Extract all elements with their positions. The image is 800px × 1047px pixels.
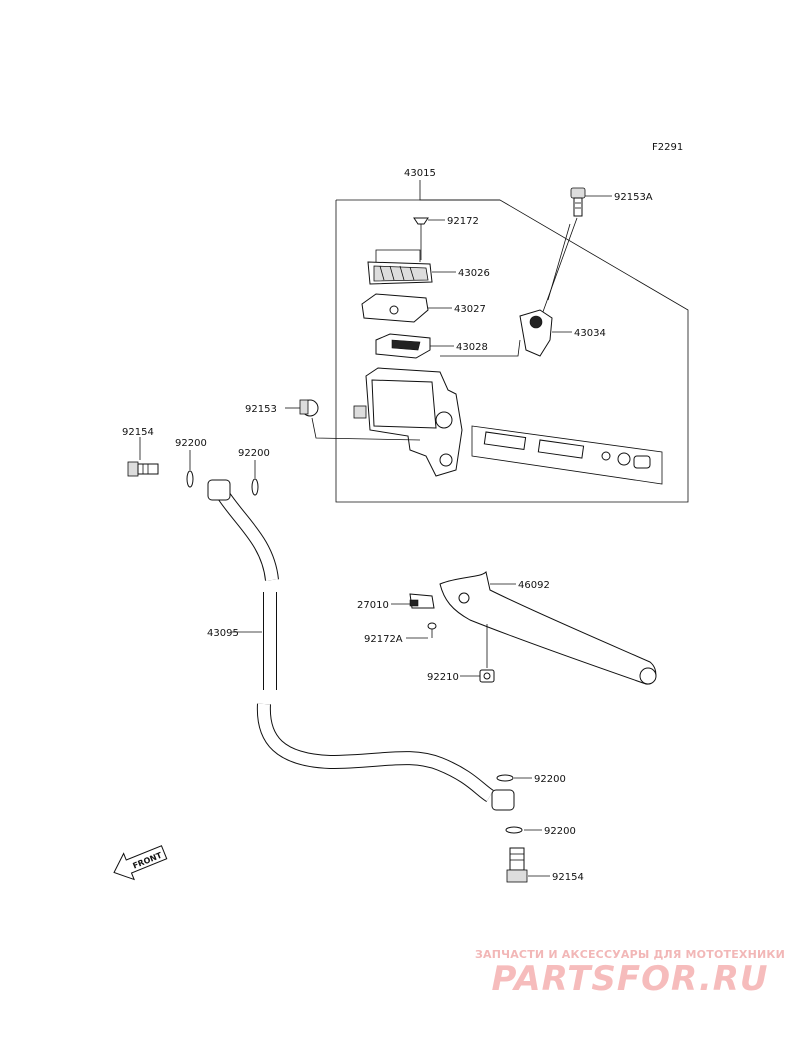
callout-43028[interactable]: 43028: [456, 342, 488, 353]
callout-92200-c[interactable]: 92200: [534, 774, 566, 785]
callout-92172[interactable]: 92172: [447, 216, 479, 227]
callout-92154-top[interactable]: 92154: [122, 427, 154, 438]
washer-92200-b[interactable]: [251, 460, 259, 496]
callout-43095[interactable]: 43095: [207, 628, 239, 639]
washer-92200-d[interactable]: [505, 826, 542, 834]
callout-92172A[interactable]: 92172A: [364, 634, 403, 645]
callout-46092[interactable]: 46092: [518, 580, 550, 591]
washer-92200-c[interactable]: [496, 774, 532, 782]
banjo-bolt-92154-bottom[interactable]: [506, 847, 550, 883]
callout-92210[interactable]: 92210: [427, 672, 459, 683]
banjo-bolt-92154-top[interactable]: [127, 437, 159, 477]
screw-92172[interactable]: [413, 217, 445, 260]
washer-92200-a[interactable]: [186, 450, 194, 488]
callout-43026[interactable]: 43026: [458, 268, 490, 279]
callout-92154-bottom[interactable]: 92154: [552, 872, 584, 883]
callout-92200-a[interactable]: 92200: [175, 438, 207, 449]
clutch-hose-43095[interactable]: [207, 479, 515, 811]
callout-92200-b[interactable]: 92200: [238, 448, 270, 459]
diaphragm-43028[interactable]: [375, 333, 454, 359]
holder-clamp-43034[interactable]: [440, 309, 572, 357]
clutch-switch-27010[interactable]: [391, 593, 435, 609]
callout-43015[interactable]: 43015: [404, 168, 436, 179]
reservoir-cap-43026[interactable]: [367, 249, 456, 285]
banjo-bolt-92153A[interactable]: [570, 187, 612, 217]
assembly-frame-43015: [335, 180, 689, 503]
callout-43027[interactable]: 43027: [454, 304, 486, 315]
piston-kit[interactable]: [471, 425, 663, 485]
diaphragm-plate-43027[interactable]: [361, 293, 452, 323]
diagram-code: F2291: [652, 142, 683, 153]
nut-92210[interactable]: [460, 624, 495, 683]
callout-92153A[interactable]: 92153A: [614, 192, 653, 203]
callout-92200-d[interactable]: 92200: [544, 826, 576, 837]
callout-43034[interactable]: 43034: [574, 328, 606, 339]
banjo-bolt-92153[interactable]: [285, 399, 421, 441]
front-direction-arrow: FRONT: [113, 845, 168, 881]
watermark-brand-logo: PARTSFOR.RU: [491, 959, 769, 999]
master-cylinder-body[interactable]: [353, 367, 463, 477]
screw-92172A[interactable]: [406, 622, 437, 639]
callout-27010[interactable]: 27010: [357, 600, 389, 611]
callout-92153[interactable]: 92153: [245, 404, 277, 415]
watermark-tagline: ЗАПЧАСТИ И АКСЕССУАРЫ ДЛЯ МОТОТЕХНИКИ: [475, 948, 785, 961]
clutch-lever-46092[interactable]: [439, 571, 657, 685]
watermark: ЗАПЧАСТИ И АКСЕССУАРЫ ДЛЯ МОТОТЕХНИКИ PA…: [470, 948, 790, 999]
